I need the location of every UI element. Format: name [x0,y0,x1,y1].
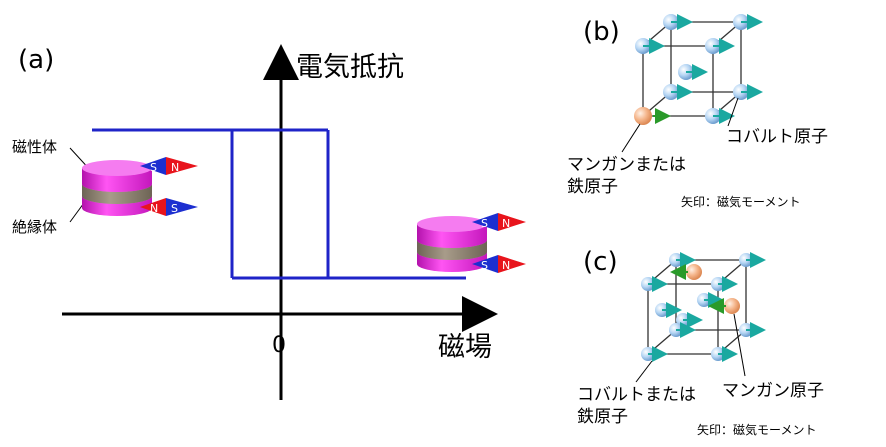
panel-c-label: (c) [583,247,618,277]
manganese-atom [686,264,702,280]
pole-s-label: S [150,161,157,174]
magnet-layer-label: 磁性体 [12,138,57,156]
junction-stack-parallel: S N S N [417,213,526,273]
origin-label: 0 [272,333,286,358]
cobalt-pointer-line-c [635,360,653,383]
magnet-bottom-left-stack: N S [140,198,198,216]
hysteresis-loop [92,128,466,280]
cobalt-atom-label-c-line1: コバルトまたは [577,385,696,405]
manganese-moment-arrows [670,264,726,314]
magnet-top-right-stack: S N [472,213,526,231]
panel-a-label: (a) [18,45,54,75]
cobalt-pointer-line [727,97,739,127]
pole-n-label: N [150,202,158,215]
arrow-note-b: 矢印：磁気モーメント [681,194,801,209]
x-axis-label: 磁場 [438,332,492,363]
cobalt-atom-label-c-line2: 鉄原子 [577,407,628,427]
dopant-atom-label-line2: 鉄原子 [567,177,618,197]
pole-n-label: N [171,161,179,174]
pole-n-label: N [502,259,510,272]
dopant-atom-label-line1: マンガンまたは [567,155,686,175]
pole-s-label: S [481,217,488,230]
magnet-bottom-right-stack: S N [472,255,526,273]
manganese-atom [724,298,740,314]
pole-n-label: N [502,217,510,230]
panel-b: (b) [567,14,828,209]
panel-a: (a) 電気抵抗 磁場 0 磁性体 絶縁体 [12,44,526,400]
dopant-pointer-line [621,123,641,153]
manganese-pointer-line [733,313,746,377]
magnet-top-left-stack: S N [140,157,198,175]
pole-s-label: S [171,202,178,215]
manganese-atom-label: マンガン原子 [722,381,824,401]
panel-b-label: (b) [583,17,620,47]
insulator-layer-label: 絶縁体 [12,218,57,236]
moment-arrows-b [643,14,763,124]
arrow-note-c: 矢印：磁気モーメント [697,422,817,437]
y-axis-label: 電気抵抗 [296,52,404,83]
cobalt-atom-label: コバルト原子 [726,127,828,147]
panel-c: (c) [577,247,824,437]
pole-s-label: S [481,259,488,272]
junction-stack-antiparallel: S N N S [82,157,198,216]
dopant-atom [634,107,652,125]
